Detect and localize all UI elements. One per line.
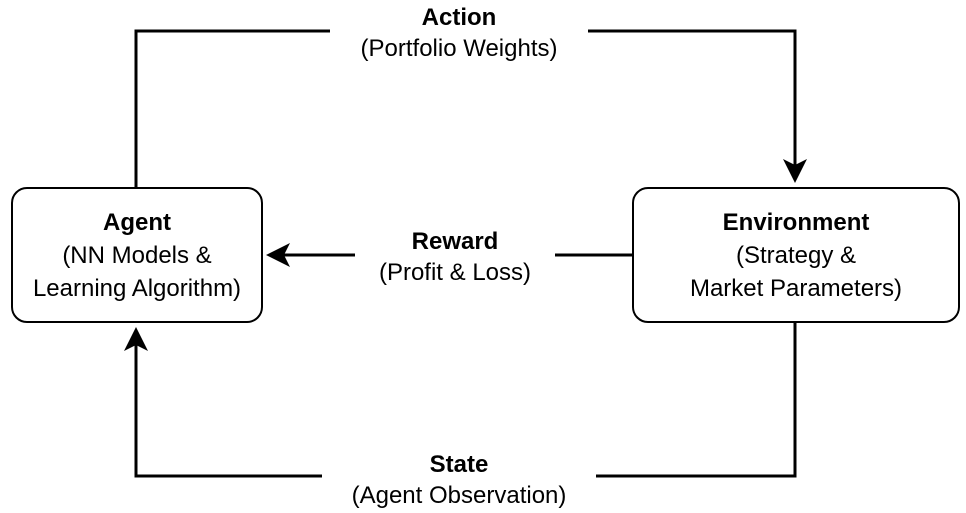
agent-line-1: (NN Models & [62,241,212,269]
action-title: Action [421,4,497,31]
reward-label: Reward (Profit & Loss) [355,226,555,288]
action-label: Action (Portfolio Weights) [330,2,588,64]
environment-title: Environment [722,208,870,236]
environment-line-1: (Strategy & [735,241,857,269]
agent-line-2: Learning Algorithm) [32,274,242,302]
action-subtitle: (Portfolio Weights) [360,35,558,62]
state-subtitle: (Agent Observation) [351,482,567,509]
reward-subtitle: (Profit & Loss) [378,259,532,286]
reward-title: Reward [411,228,499,255]
state-label: State (Agent Observation) [322,449,596,511]
agent-node: Agent (NN Models & Learning Algorithm) [11,187,263,323]
state-title: State [429,451,489,478]
agent-title: Agent [103,208,171,236]
environment-node: Environment (Strategy & Market Parameter… [632,187,960,323]
environment-line-2: Market Parameters) [689,274,903,302]
